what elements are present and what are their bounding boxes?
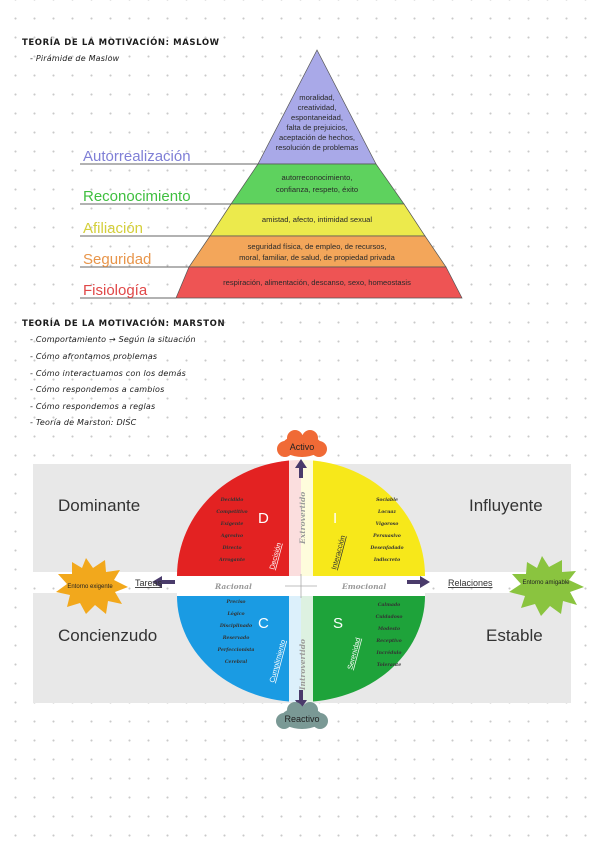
trait-s: Modesto xyxy=(377,626,400,632)
tier-text: amistad, afecto, intimidad sexual xyxy=(262,215,372,224)
level-name-seguridad: Seguridad xyxy=(83,251,151,268)
trait-d: Arrogante xyxy=(218,557,245,563)
arrow-left-icon xyxy=(152,576,175,588)
level-name-fisiologia: Fisiología xyxy=(83,282,148,299)
trait-d: Exigente xyxy=(220,521,244,527)
tier-text: aceptación de hechos, xyxy=(279,133,355,142)
trait-i: Desenfadado xyxy=(369,545,403,551)
tier-fisiologia xyxy=(175,266,463,299)
level-name-reconocimiento: Reconocimiento xyxy=(83,188,191,205)
cloud-activo: Activo xyxy=(277,430,327,457)
marston-item: - Cómo interactuamos con los demás xyxy=(30,369,186,378)
tier-text: resolución de problemas xyxy=(276,143,359,152)
trait-c: Lógico xyxy=(226,610,244,617)
level-name-autorrealizacion: Autorrealización xyxy=(83,148,191,165)
tier-text: moral, familiar, de salud, de propiedad … xyxy=(239,253,396,262)
axis-emocional: Emocional xyxy=(341,582,386,591)
marston-item: - Teoría de Marston: DISC xyxy=(30,418,137,427)
tier-text: creatividad, xyxy=(298,103,337,112)
trait-d: Competitivo xyxy=(216,509,247,515)
quadrant-s xyxy=(301,596,425,702)
corner-influyente: Influyente xyxy=(469,496,543,515)
corner-concienzudo: Concienzudo xyxy=(58,626,157,645)
trait-c: Preciso xyxy=(226,599,246,605)
label-reactivo: Reactivo xyxy=(284,714,319,724)
trait-d: Decidido xyxy=(220,497,244,503)
trait-c: Disciplinado xyxy=(219,623,252,629)
trait-d: Agresivo xyxy=(220,533,243,539)
trait-i: Locuaz xyxy=(377,509,396,515)
trait-i: Vigoroso xyxy=(376,521,399,527)
axis-racional: Racional xyxy=(214,582,252,591)
starburst-exigente: Entorno exigente xyxy=(56,558,128,614)
label-activo: Activo xyxy=(290,442,315,452)
marston-item: - Cómo respondemos a cambios xyxy=(30,385,165,394)
arrow-right-icon xyxy=(407,576,430,588)
starburst-amigable: Entorno amigable xyxy=(509,556,584,616)
trait-i: Indiscreto xyxy=(373,557,400,563)
quadrant-c xyxy=(177,596,301,702)
arrow-up-icon xyxy=(295,459,307,478)
marston-item: - Cómo afrontamos problemas xyxy=(30,352,158,361)
tier-text: respiración, alimentación, descanso, sex… xyxy=(223,278,411,287)
label-relaciones: Relaciones xyxy=(448,578,493,588)
letter-s: S xyxy=(333,615,343,632)
letter-c: C xyxy=(258,615,269,632)
quadrant-d xyxy=(177,460,301,576)
tier-text: seguridad física, de empleo, de recursos… xyxy=(248,242,387,251)
marston-item: - Cómo respondemos a reglas xyxy=(30,402,156,411)
maslow-title: TEORÍA DE LA MOTIVACIÓN: MASLOW xyxy=(22,38,220,48)
letter-d: D xyxy=(258,510,269,527)
trait-s: Receptivo xyxy=(375,638,401,644)
tier-text: confianza, respeto, éxito xyxy=(276,185,358,194)
axis-introvertido: Introvertido xyxy=(298,639,307,691)
trait-s: Incrédulo xyxy=(376,649,402,656)
label-tareas: Tareas xyxy=(135,578,163,588)
tier-text: autorreconocimiento, xyxy=(282,173,353,182)
axis-extrovertido: Extrovertido xyxy=(298,492,307,545)
marston-item: - Comportamiento → Según la situación xyxy=(30,335,196,344)
corner-estable: Estable xyxy=(486,626,543,645)
trait-i: Sociable xyxy=(376,497,398,503)
tier-text: espontaneidad, xyxy=(291,113,343,122)
trait-c: Perfeccionista xyxy=(217,647,255,653)
label-entorno-amigable: Entorno amigable xyxy=(522,580,570,586)
level-name-afiliacion: Afiliación xyxy=(83,220,143,237)
marston-title: TEORÍA DE LA MOTIVACIÓN: MARSTON xyxy=(22,319,226,329)
trait-i: Persuasivo xyxy=(372,533,401,539)
letter-i: I xyxy=(333,510,337,527)
maslow-pyramid: Autorrealización Reconocimiento Afiliaci… xyxy=(80,49,463,299)
trait-c: Cerebral xyxy=(225,659,248,665)
trait-c: Reservado xyxy=(222,635,250,641)
label-entorno-exigente: Entorno exigente xyxy=(67,584,113,590)
trait-s: Calmado xyxy=(378,602,401,608)
tier-text: moralidad, xyxy=(299,93,334,102)
corner-dominante: Dominante xyxy=(58,496,140,515)
trait-d: Directo xyxy=(221,545,241,551)
trait-s: Cuidadoso xyxy=(376,614,403,620)
cloud-reactivo: Reactivo xyxy=(276,702,328,729)
tier-text: falta de prejuicios, xyxy=(286,123,347,132)
quadrant-i xyxy=(301,460,425,576)
trait-s: Tolerante xyxy=(377,662,401,668)
maslow-subtitle: - Pirámide de Maslow xyxy=(30,54,120,63)
